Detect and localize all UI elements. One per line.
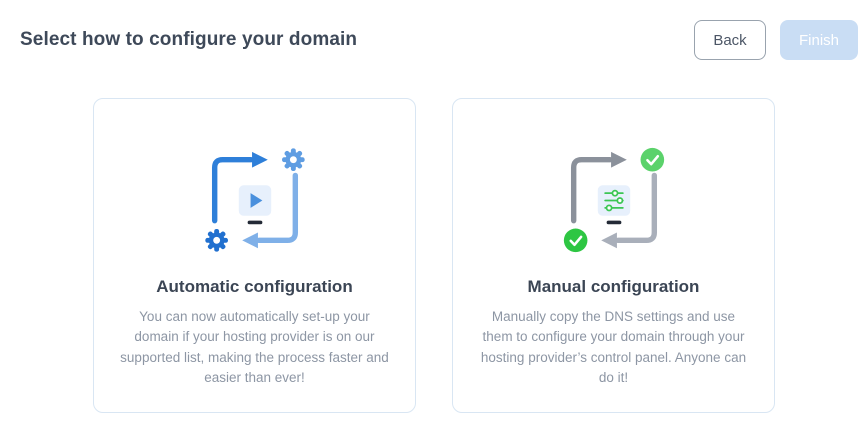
- header-buttons: Back Finish: [694, 20, 858, 60]
- card-title-automatic: Automatic configuration: [156, 277, 353, 296]
- card-description-manual: Manually copy the DNS settings and use t…: [480, 309, 747, 385]
- check-circle-icon: [640, 147, 664, 172]
- cycle-arrows-icon: [570, 151, 657, 249]
- card-description-automatic: You can now automatically set-up your do…: [120, 309, 389, 385]
- cycle-arrows-icon: [211, 151, 298, 249]
- card-manual-configuration[interactable]: Manual configuration Manually copy the D…: [452, 98, 775, 413]
- check-circle-icon: [563, 228, 587, 253]
- wizard-header: Select how to configure your domain Back…: [0, 0, 868, 60]
- configuration-options: Automatic configuration You can now auto…: [0, 98, 868, 413]
- page-title: Select how to configure your domain: [20, 29, 358, 50]
- finish-button[interactable]: Finish: [780, 20, 858, 60]
- card-automatic-configuration[interactable]: Automatic configuration You can now auto…: [93, 98, 416, 413]
- gear-icon: [281, 148, 305, 172]
- automatic-configuration-cycle-icon: [204, 148, 305, 252]
- sliders-screen-icon: [597, 185, 630, 225]
- manual-configuration-cycle-icon: [563, 147, 664, 253]
- play-screen-icon: [238, 185, 271, 225]
- back-button[interactable]: Back: [694, 20, 766, 60]
- gear-icon: [204, 229, 228, 252]
- card-title-manual: Manual configuration: [527, 277, 700, 296]
